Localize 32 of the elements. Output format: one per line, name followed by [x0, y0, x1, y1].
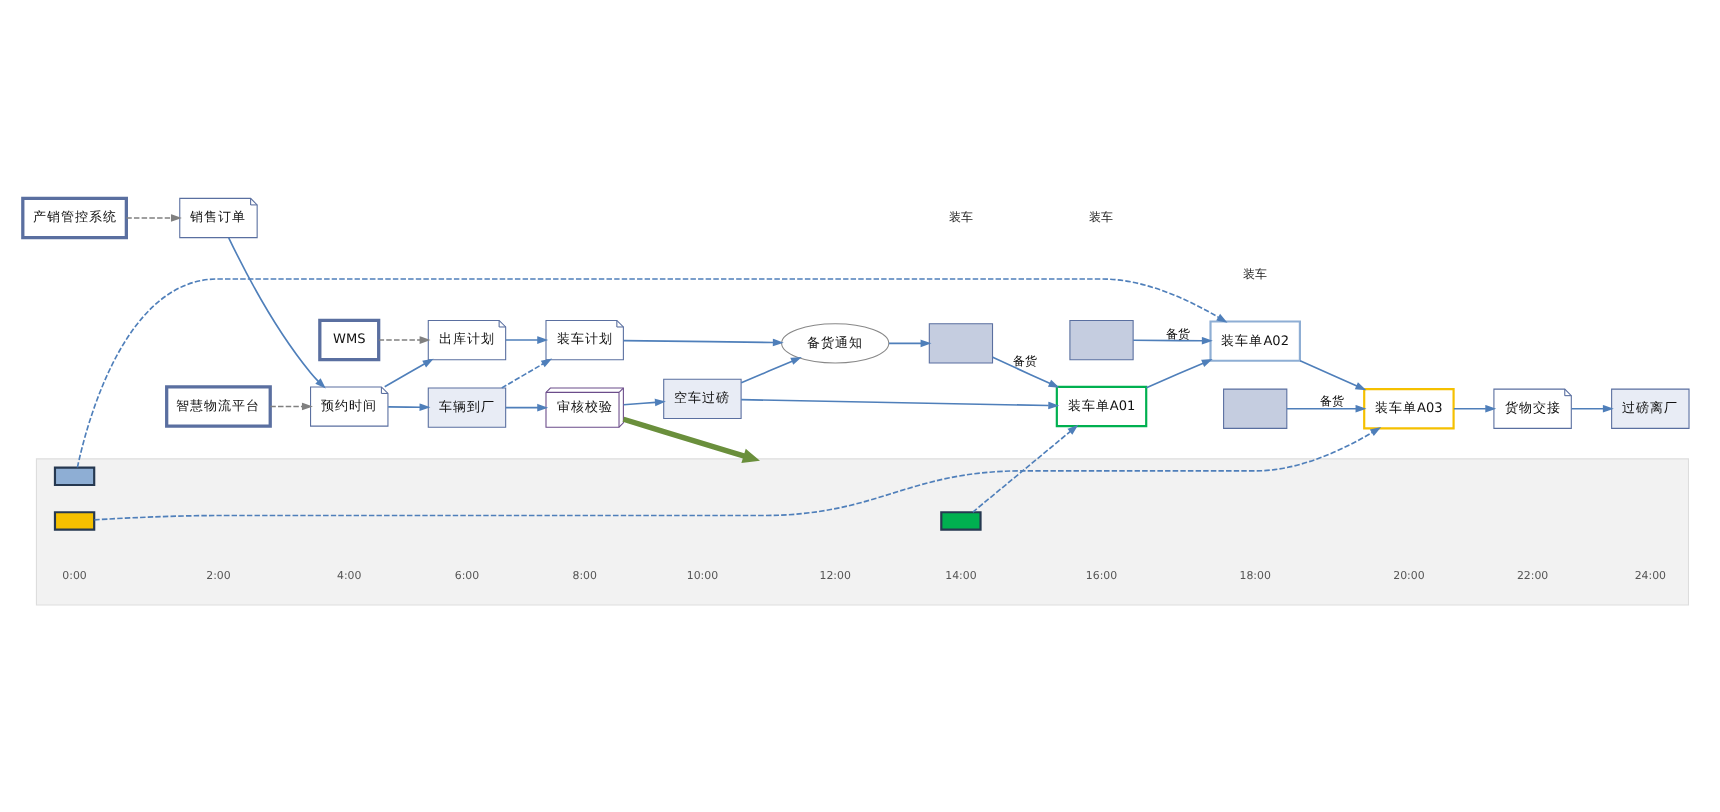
arrow [125, 214, 182, 222]
node-box [940, 511, 982, 531]
node-box [53, 511, 96, 531]
arrow [227, 236, 326, 389]
arrow [378, 336, 431, 344]
arrow [383, 358, 434, 388]
arrow [740, 398, 1060, 410]
arrow [1570, 404, 1614, 413]
arrow [387, 403, 431, 412]
arrow [1299, 359, 1367, 391]
node-box [53, 466, 96, 487]
arrow [93, 427, 1382, 521]
arrow [740, 357, 802, 384]
arrow [622, 416, 760, 464]
arrow [1286, 404, 1367, 413]
arrow [888, 339, 932, 348]
node-box [1223, 388, 1288, 429]
arrow [505, 403, 549, 412]
arrow [991, 356, 1060, 388]
arrow [76, 278, 1228, 469]
node-box [1069, 319, 1134, 361]
arrow [1145, 359, 1213, 389]
arrow [1132, 336, 1213, 345]
arrow [622, 398, 666, 407]
arrow [622, 338, 784, 347]
arrow [1453, 404, 1497, 413]
cluster [35, 458, 1689, 606]
arrow [972, 424, 1079, 513]
node-box [928, 323, 994, 364]
arrow [505, 336, 549, 344]
arrow [269, 402, 313, 411]
arrow [500, 358, 553, 389]
